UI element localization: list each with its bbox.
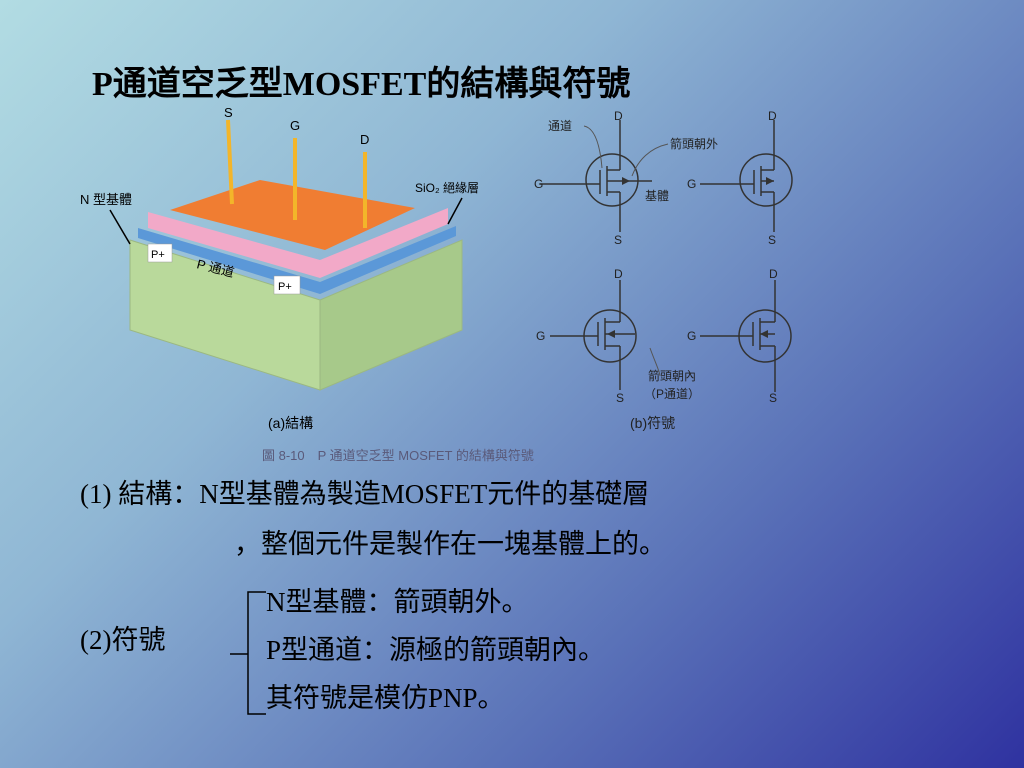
sym-channel-label: 通道: [548, 119, 572, 133]
sym-d-3: D: [614, 267, 623, 281]
p-plus-right-label: P+: [278, 281, 292, 293]
sym-g-1: G: [534, 177, 543, 191]
symbol-arrows: [607, 177, 774, 338]
mosfet-figure: P+ P+ P 通道 S G D N 型基體 SiO₂ 絕緣層 (a)結構: [70, 100, 830, 470]
symbol-diagrams: [540, 120, 793, 392]
structure-diagram: P+ P+ P 通道 S G D N 型基體 SiO₂ 絕緣層 (a)結構: [80, 105, 479, 431]
bracket-icon: [230, 591, 266, 715]
sym-s-4: S: [769, 391, 777, 405]
sym-arrow-in-label: 箭頭朝內: [648, 368, 696, 383]
sym-s-1: S: [614, 233, 622, 247]
symbol-bullet-2: P型通道：源極的箭頭朝內。: [266, 635, 606, 665]
symbol-bullet-3: 其符號是模仿PNP。: [266, 683, 505, 713]
sym-p-channel-label: （P通道）: [644, 387, 700, 401]
sym-d-2: D: [768, 109, 777, 123]
slide-title: P通道空乏型MOSFET的結構與符號: [92, 66, 631, 103]
source-lead: [226, 119, 234, 205]
mosfet-figure-svg: P+ P+ P 通道 S G D N 型基體 SiO₂ 絕緣層 (a)結構: [80, 105, 793, 463]
structure-d-label: D: [360, 132, 369, 147]
structure-caption: (a)結構: [268, 415, 313, 431]
sio2-label: SiO₂ 絕緣層: [415, 181, 479, 195]
structure-g-label: G: [290, 118, 300, 133]
structure-s-label: S: [224, 105, 233, 120]
sym-g-2: G: [687, 177, 696, 191]
sym-substrate-label: 基體: [645, 189, 669, 203]
sym-s-2: S: [768, 233, 776, 247]
symbol-heading: (2)符號: [80, 625, 166, 655]
sym-g-4: G: [687, 329, 696, 343]
symbol-caption: (b)符號: [630, 415, 675, 431]
sym-d-1: D: [614, 109, 623, 123]
p-plus-left-label: P+: [151, 249, 165, 261]
structure-line-1: (1) 結構：N型基體為製造MOSFET元件的基礎層: [80, 479, 650, 509]
symbol-bullet-1: N型基體：箭頭朝外。: [266, 587, 529, 617]
sym-d-4: D: [769, 267, 778, 281]
sym-arrow-out-label: 箭頭朝外: [670, 136, 718, 151]
sym-s-3: S: [616, 391, 624, 405]
sym-g-3: G: [536, 329, 545, 343]
n-substrate-label: N 型基體: [80, 192, 132, 207]
figure-caption: 圖 8-10 P 通道空乏型 MOSFET 的結構與符號: [262, 448, 534, 463]
symbol-labels: D S G D S G D S G D S G 通道 箭頭朝外 基體 箭頭朝內 …: [534, 109, 778, 431]
structure-line-2: ，整個元件是製作在一塊基體上的。: [234, 529, 666, 559]
